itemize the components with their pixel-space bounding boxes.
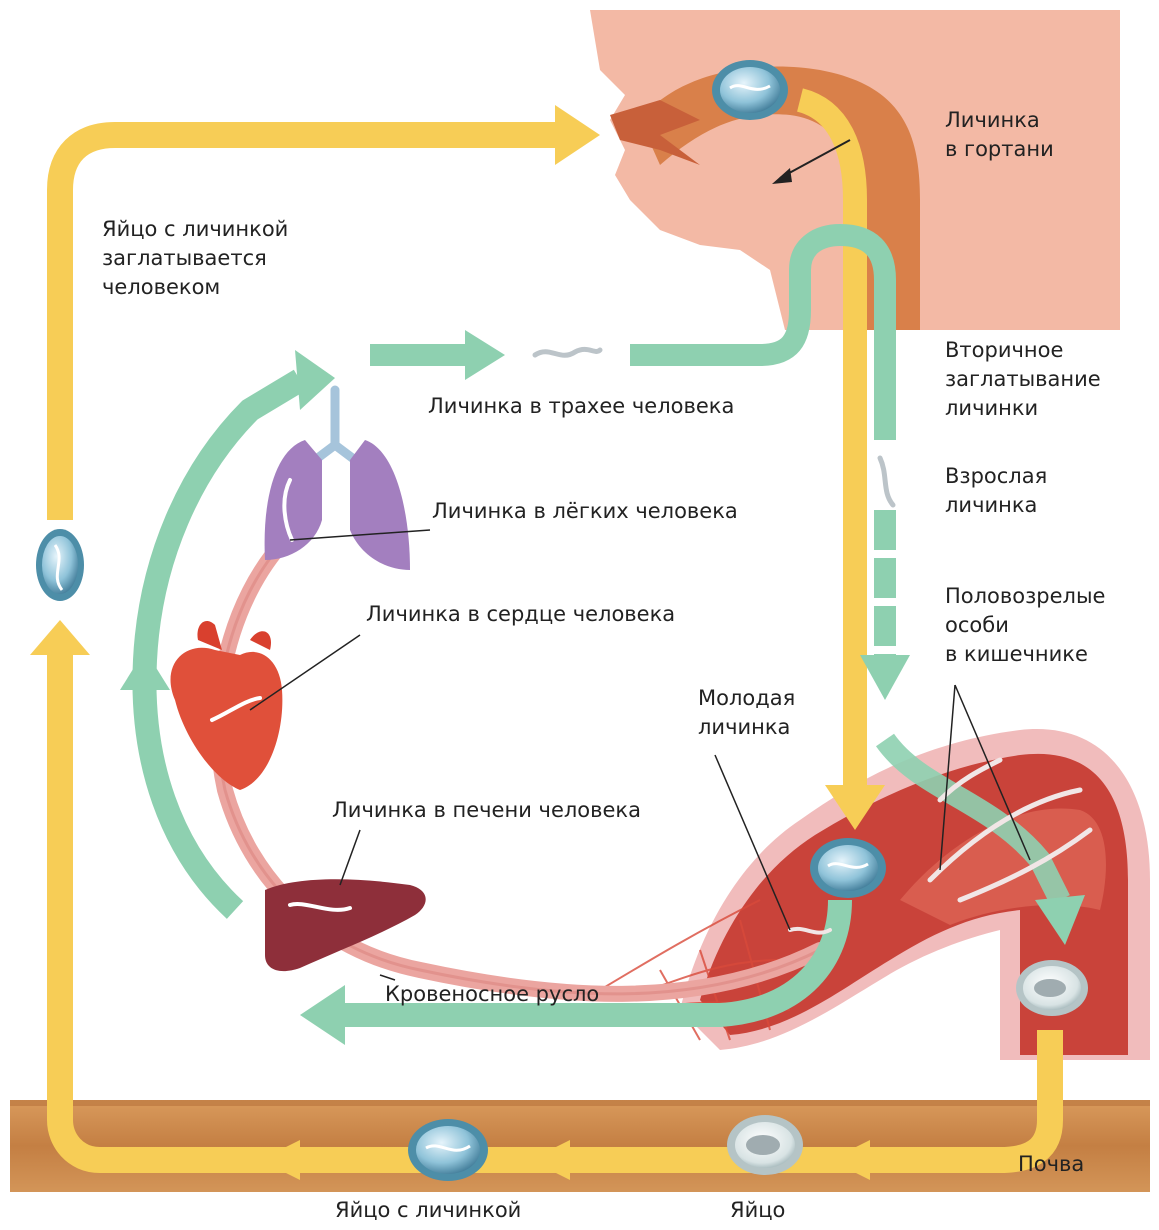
label-egg-with-larva: Яйцо с личинкой <box>335 1196 521 1225</box>
egg-exit <box>1016 960 1088 1016</box>
label-secondary-swallow: Вторичное заглатывание личинки <box>945 336 1101 423</box>
label-soil: Почва <box>1018 1150 1084 1179</box>
egg-left <box>36 529 84 601</box>
soil-band-top-edge <box>10 1100 1150 1106</box>
egg-soil-grey <box>727 1115 803 1175</box>
label-adult-larva: Взрослая личинка <box>945 462 1047 520</box>
yellow-arrowhead-left-up <box>30 620 90 655</box>
label-larva-larynx: Личинка в гортани <box>945 106 1054 164</box>
liver <box>265 879 426 971</box>
label-liver: Личинка в печени человека <box>332 796 641 825</box>
egg-throat <box>712 60 788 120</box>
soil-band <box>10 1100 1150 1192</box>
egg-soil-larva <box>408 1119 488 1181</box>
green-arrowhead-trachea <box>465 330 505 380</box>
label-trachea: Личинка в трахее человека <box>428 392 734 421</box>
green-arrowhead-top <box>295 350 335 410</box>
green-arrowhead-down <box>860 655 910 700</box>
green-arrowhead-liver <box>300 985 345 1045</box>
label-young-larva: Молодая личинка <box>698 684 795 742</box>
label-mature-intestine: Половозрелые особи в кишечнике <box>945 582 1105 669</box>
label-egg: Яйцо <box>730 1196 785 1225</box>
lungs <box>265 390 410 570</box>
label-egg-swallowed: Яйцо с личинкой заглатывается человеком <box>102 215 288 302</box>
green-arrowhead-mid <box>120 650 170 690</box>
label-heart: Личинка в сердце человека <box>366 600 675 629</box>
yellow-arrowhead-mouth <box>555 105 600 165</box>
label-lungs: Личинка в лёгких человека <box>432 497 738 526</box>
label-bloodstream: Кровеносное русло <box>385 980 599 1009</box>
adult-larva-worm <box>880 458 893 505</box>
egg-intestine <box>810 838 886 898</box>
larva-trachea-worm <box>535 349 600 355</box>
